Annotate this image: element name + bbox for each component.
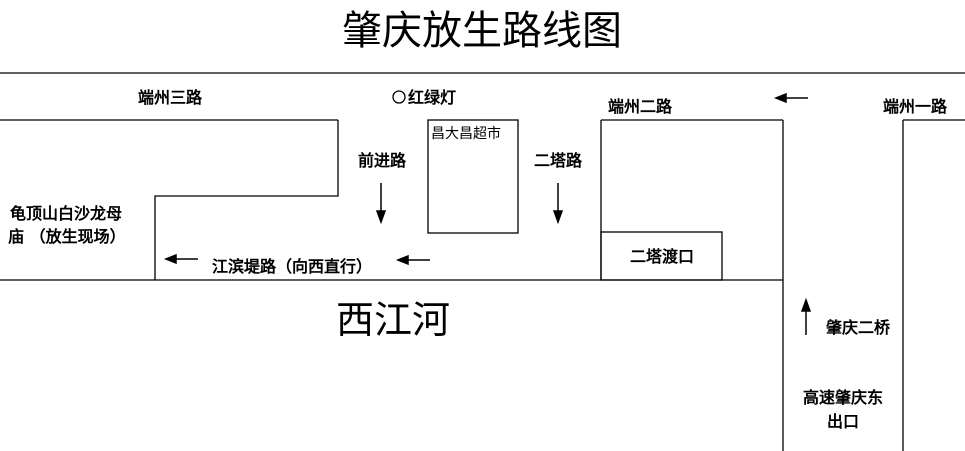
road-label-jiangbin: 江滨堤路（向西直行） xyxy=(212,257,372,276)
supermarket-block xyxy=(427,119,519,234)
arrow-down-erta-icon xyxy=(552,183,564,225)
temple-label-line2: 庙 （放生现场） xyxy=(8,227,126,246)
road-label-erta: 二塔路 xyxy=(534,151,583,170)
exit-label-line1: 高速肇庆东 xyxy=(803,388,883,407)
exit-label-line2: 出口 xyxy=(827,412,859,431)
traffic-light-label: 红绿灯 xyxy=(408,88,456,107)
arrow-down-qianjin-icon xyxy=(375,183,387,225)
arrow-west-duanzhou-icon xyxy=(773,92,808,104)
erta-ferry-label: 二塔渡口 xyxy=(630,247,694,266)
road-label-qianjin: 前进路 xyxy=(358,151,407,170)
arrow-up-bridge-icon xyxy=(800,297,812,335)
road-label-duanzhou-1: 端州一路 xyxy=(883,97,948,116)
traffic-light-icon xyxy=(392,90,406,104)
block-west xyxy=(154,120,339,280)
arrow-west-jiangbin-right-icon xyxy=(395,254,430,266)
river-label: 西江河 xyxy=(336,298,450,342)
road-label-duanzhou-2: 端州二路 xyxy=(608,97,673,116)
supermarket-label: 昌大昌超市 xyxy=(431,125,501,142)
temple-label-line1: 龟顶山白沙龙母 xyxy=(10,204,122,223)
map-title: 肇庆放生路线图 xyxy=(342,8,622,54)
arrow-west-jiangbin-left-icon xyxy=(163,253,198,265)
road-label-duanzhou-3: 端州三路 xyxy=(138,88,203,107)
road-label-bridge: 肇庆二桥 xyxy=(825,318,891,337)
